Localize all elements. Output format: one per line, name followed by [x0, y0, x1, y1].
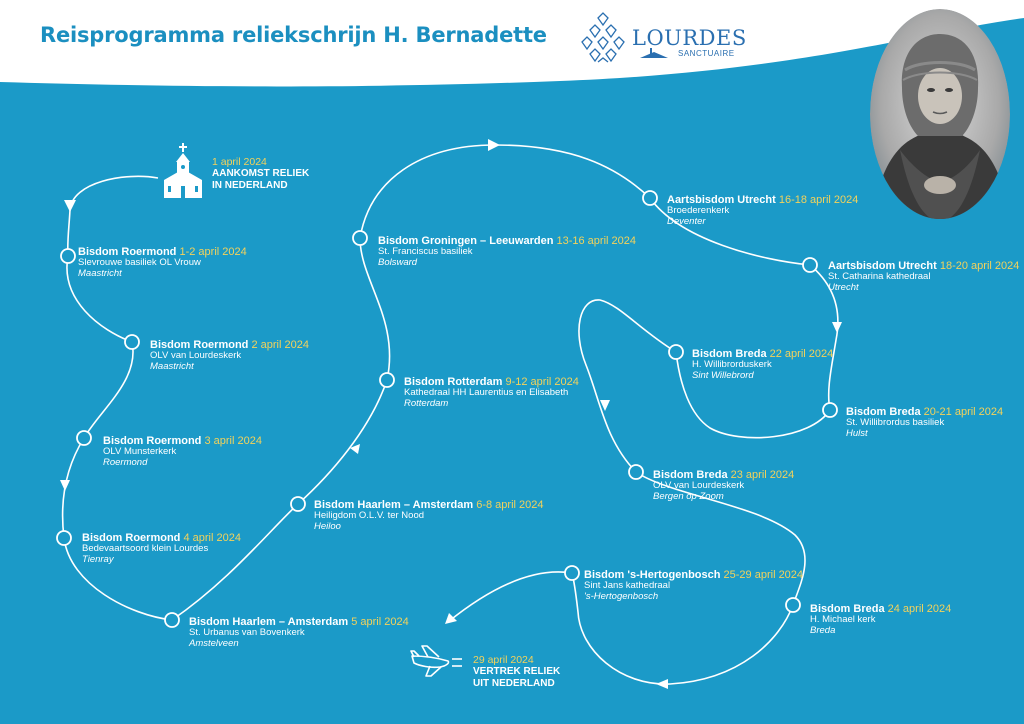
- departure-line2: UIT NEDERLAND: [473, 677, 555, 689]
- stop-church: Heiligdom O.L.V. ter Nood: [314, 510, 425, 522]
- stop-date: 16-18 april 2024: [778, 194, 859, 206]
- departure-label: 29 april 2024 VERTREK RELIEK UIT NEDERLA…: [473, 654, 560, 689]
- stop-date: 25-29 april 2024: [723, 569, 804, 581]
- stop-place: Maastricht: [150, 360, 194, 372]
- stop-hertogenbosch: Bisdom 's-Hertogenbosch 25-29 april 2024…: [584, 569, 803, 603]
- stop-breda-hulst: Bisdom Breda 20-21 april 2024 St. Willib…: [846, 406, 1003, 440]
- stop-groningen: Bisdom Groningen – Leeuwarden 13-16 apri…: [378, 235, 636, 269]
- stop-name: Bisdom Breda: [846, 406, 921, 418]
- route-lines: [61, 144, 839, 685]
- stop-place: Breda: [810, 624, 836, 636]
- stop-place: Amstelveen: [189, 637, 239, 649]
- stop-date: 24 april 2024: [887, 603, 952, 615]
- stop-church: OLV van Lourdeskerk: [653, 480, 745, 492]
- stop-name: Bisdom Roermond: [150, 339, 249, 351]
- stop-church: St. Urbanus van Bovenkerk: [189, 627, 305, 639]
- stop-utrecht-2: Aartsbisdom Utrecht 18-20 april 2024 St.…: [828, 260, 1019, 294]
- stop-date: 1-2 april 2024: [179, 246, 247, 258]
- arrival-date: 1 april 2024: [212, 156, 267, 168]
- stop-haarlem-2: Bisdom Haarlem – Amsterdam 6-8 april 202…: [314, 499, 544, 533]
- stop-place: Roermond: [103, 456, 148, 468]
- stop-date: 2 april 2024: [251, 339, 309, 351]
- lourdes-logo-icon: [581, 12, 625, 63]
- stop-name: Bisdom Groningen – Leeuwarden: [378, 235, 554, 247]
- stop-place: Bolsward: [378, 256, 418, 268]
- stop-church: St. Willibrordus basiliek: [846, 417, 945, 429]
- stop-church: OLV Munsterkerk: [103, 446, 177, 458]
- stop-place: Sint Willebrord: [692, 369, 754, 381]
- stop-haarlem-1: Bisdom Haarlem – Amsterdam 5 april 2024 …: [189, 616, 409, 650]
- bernadette-portrait: [870, 9, 1010, 219]
- arrival-label: 1 april 2024 AANKOMST RELIEK IN NEDERLAN…: [212, 156, 309, 191]
- stop-date: 5 april 2024: [351, 616, 409, 628]
- stop-date: 18-20 april 2024: [939, 260, 1020, 272]
- stop-utrecht-1: Aartsbisdom Utrecht 16-18 april 2024 Bro…: [667, 194, 858, 228]
- stop-date: 13-16 april 2024: [556, 235, 636, 247]
- stop-name: Bisdom Breda: [692, 348, 767, 360]
- stop-name: Bisdom Breda: [653, 469, 728, 481]
- stop-name: Bisdom Rotterdam: [404, 376, 503, 388]
- stop-date: 4 april 2024: [183, 532, 241, 544]
- stop-church: H. Willibrorduskerk: [692, 359, 772, 371]
- stop-date: 22 april 2024: [769, 348, 834, 360]
- basilica-mark-icon: [640, 48, 668, 58]
- stop-place: Hulst: [846, 427, 868, 439]
- logo-subtext: SANCTUAIRE: [678, 49, 735, 58]
- church-icon: [164, 143, 202, 198]
- stop-church: Broederenkerk: [667, 205, 730, 217]
- stop-place: 's-Hertogenbosch: [584, 590, 659, 602]
- stop-church: OLV van Lourdeskerk: [150, 350, 242, 362]
- stop-place: Bergen op Zoom: [653, 490, 724, 502]
- logo-text: LOURDES: [632, 26, 747, 50]
- stop-church: H. Michael kerk: [810, 614, 876, 626]
- departure-date: 29 april 2024: [473, 654, 534, 666]
- arrival-line2: IN NEDERLAND: [212, 179, 288, 191]
- departure-line1: VERTREK RELIEK: [473, 666, 561, 678]
- stop-place: Deventer: [667, 215, 706, 227]
- page-title: Reisprogramma reliekschrijn H. Bernadett…: [40, 23, 547, 47]
- route-arrows: [60, 139, 842, 689]
- stop-breda-sint-willebrord: Bisdom Breda 22 april 2024 H. Willibrord…: [692, 348, 833, 382]
- stop-roermond-2: Bisdom Roermond 2 april 2024 OLV van Lou…: [150, 339, 309, 373]
- stop-church: Slevrouwe basiliek OL Vrouw: [78, 257, 201, 269]
- stop-place: Rotterdam: [404, 397, 449, 409]
- stop-church: Kathedraal HH Laurentius en Elisabeth: [404, 387, 569, 399]
- stop-name: Bisdom Breda: [810, 603, 885, 615]
- stop-name: Bisdom Haarlem – Amsterdam: [189, 616, 349, 628]
- stop-date: 6-8 april 2024: [476, 499, 544, 511]
- stop-place: Maastricht: [78, 267, 122, 279]
- stop-place: Heiloo: [314, 520, 341, 532]
- header-arc: [0, 0, 1024, 87]
- stop-date: 20-21 april 2024: [923, 406, 1004, 418]
- stop-date: 9-12 april 2024: [505, 376, 579, 388]
- stop-name: Bisdom Roermond: [82, 532, 181, 544]
- arrival-line1: AANKOMST RELIEK: [212, 168, 310, 180]
- stop-breda-bergen-op-zoom: Bisdom Breda 23 april 2024 OLV van Lourd…: [653, 469, 794, 503]
- stop-name: Bisdom Roermond: [78, 246, 177, 258]
- stop-roermond-4: Bisdom Roermond 4 april 2024 Bedevaartso…: [82, 532, 241, 566]
- stop-place: Tienray: [82, 553, 114, 565]
- stop-rotterdam: Bisdom Rotterdam 9-12 april 2024 Kathedr…: [404, 376, 579, 410]
- stop-roermond-3: Bisdom Roermond 3 april 2024 OLV Munster…: [103, 435, 262, 469]
- stop-name: Bisdom Haarlem – Amsterdam: [314, 499, 474, 511]
- stop-roermond-1: Bisdom Roermond 1-2 april 2024 Slevrouwe…: [78, 246, 247, 280]
- stop-markers: [56, 190, 838, 628]
- stop-name: Bisdom Roermond: [103, 435, 202, 447]
- stop-church: Bedevaartsoord klein Lourdes: [82, 543, 209, 555]
- stop-name: Aartsbisdom Utrecht: [828, 260, 937, 272]
- stop-date: 23 april 2024: [730, 469, 795, 481]
- stop-name: Aartsbisdom Utrecht: [667, 194, 776, 206]
- stop-church: St. Franciscus basiliek: [378, 246, 473, 258]
- stop-church: St. Catharina kathedraal: [828, 271, 931, 283]
- stop-name: Bisdom 's-Hertogenbosch: [584, 569, 721, 581]
- stop-church: Sint Jans kathedraal: [584, 580, 671, 592]
- stop-place: Utrecht: [828, 281, 859, 293]
- stop-date: 3 april 2024: [204, 435, 262, 447]
- stop-breda-breda: Bisdom Breda 24 april 2024 H. Michael ke…: [810, 603, 951, 637]
- airplane-icon: [410, 645, 462, 677]
